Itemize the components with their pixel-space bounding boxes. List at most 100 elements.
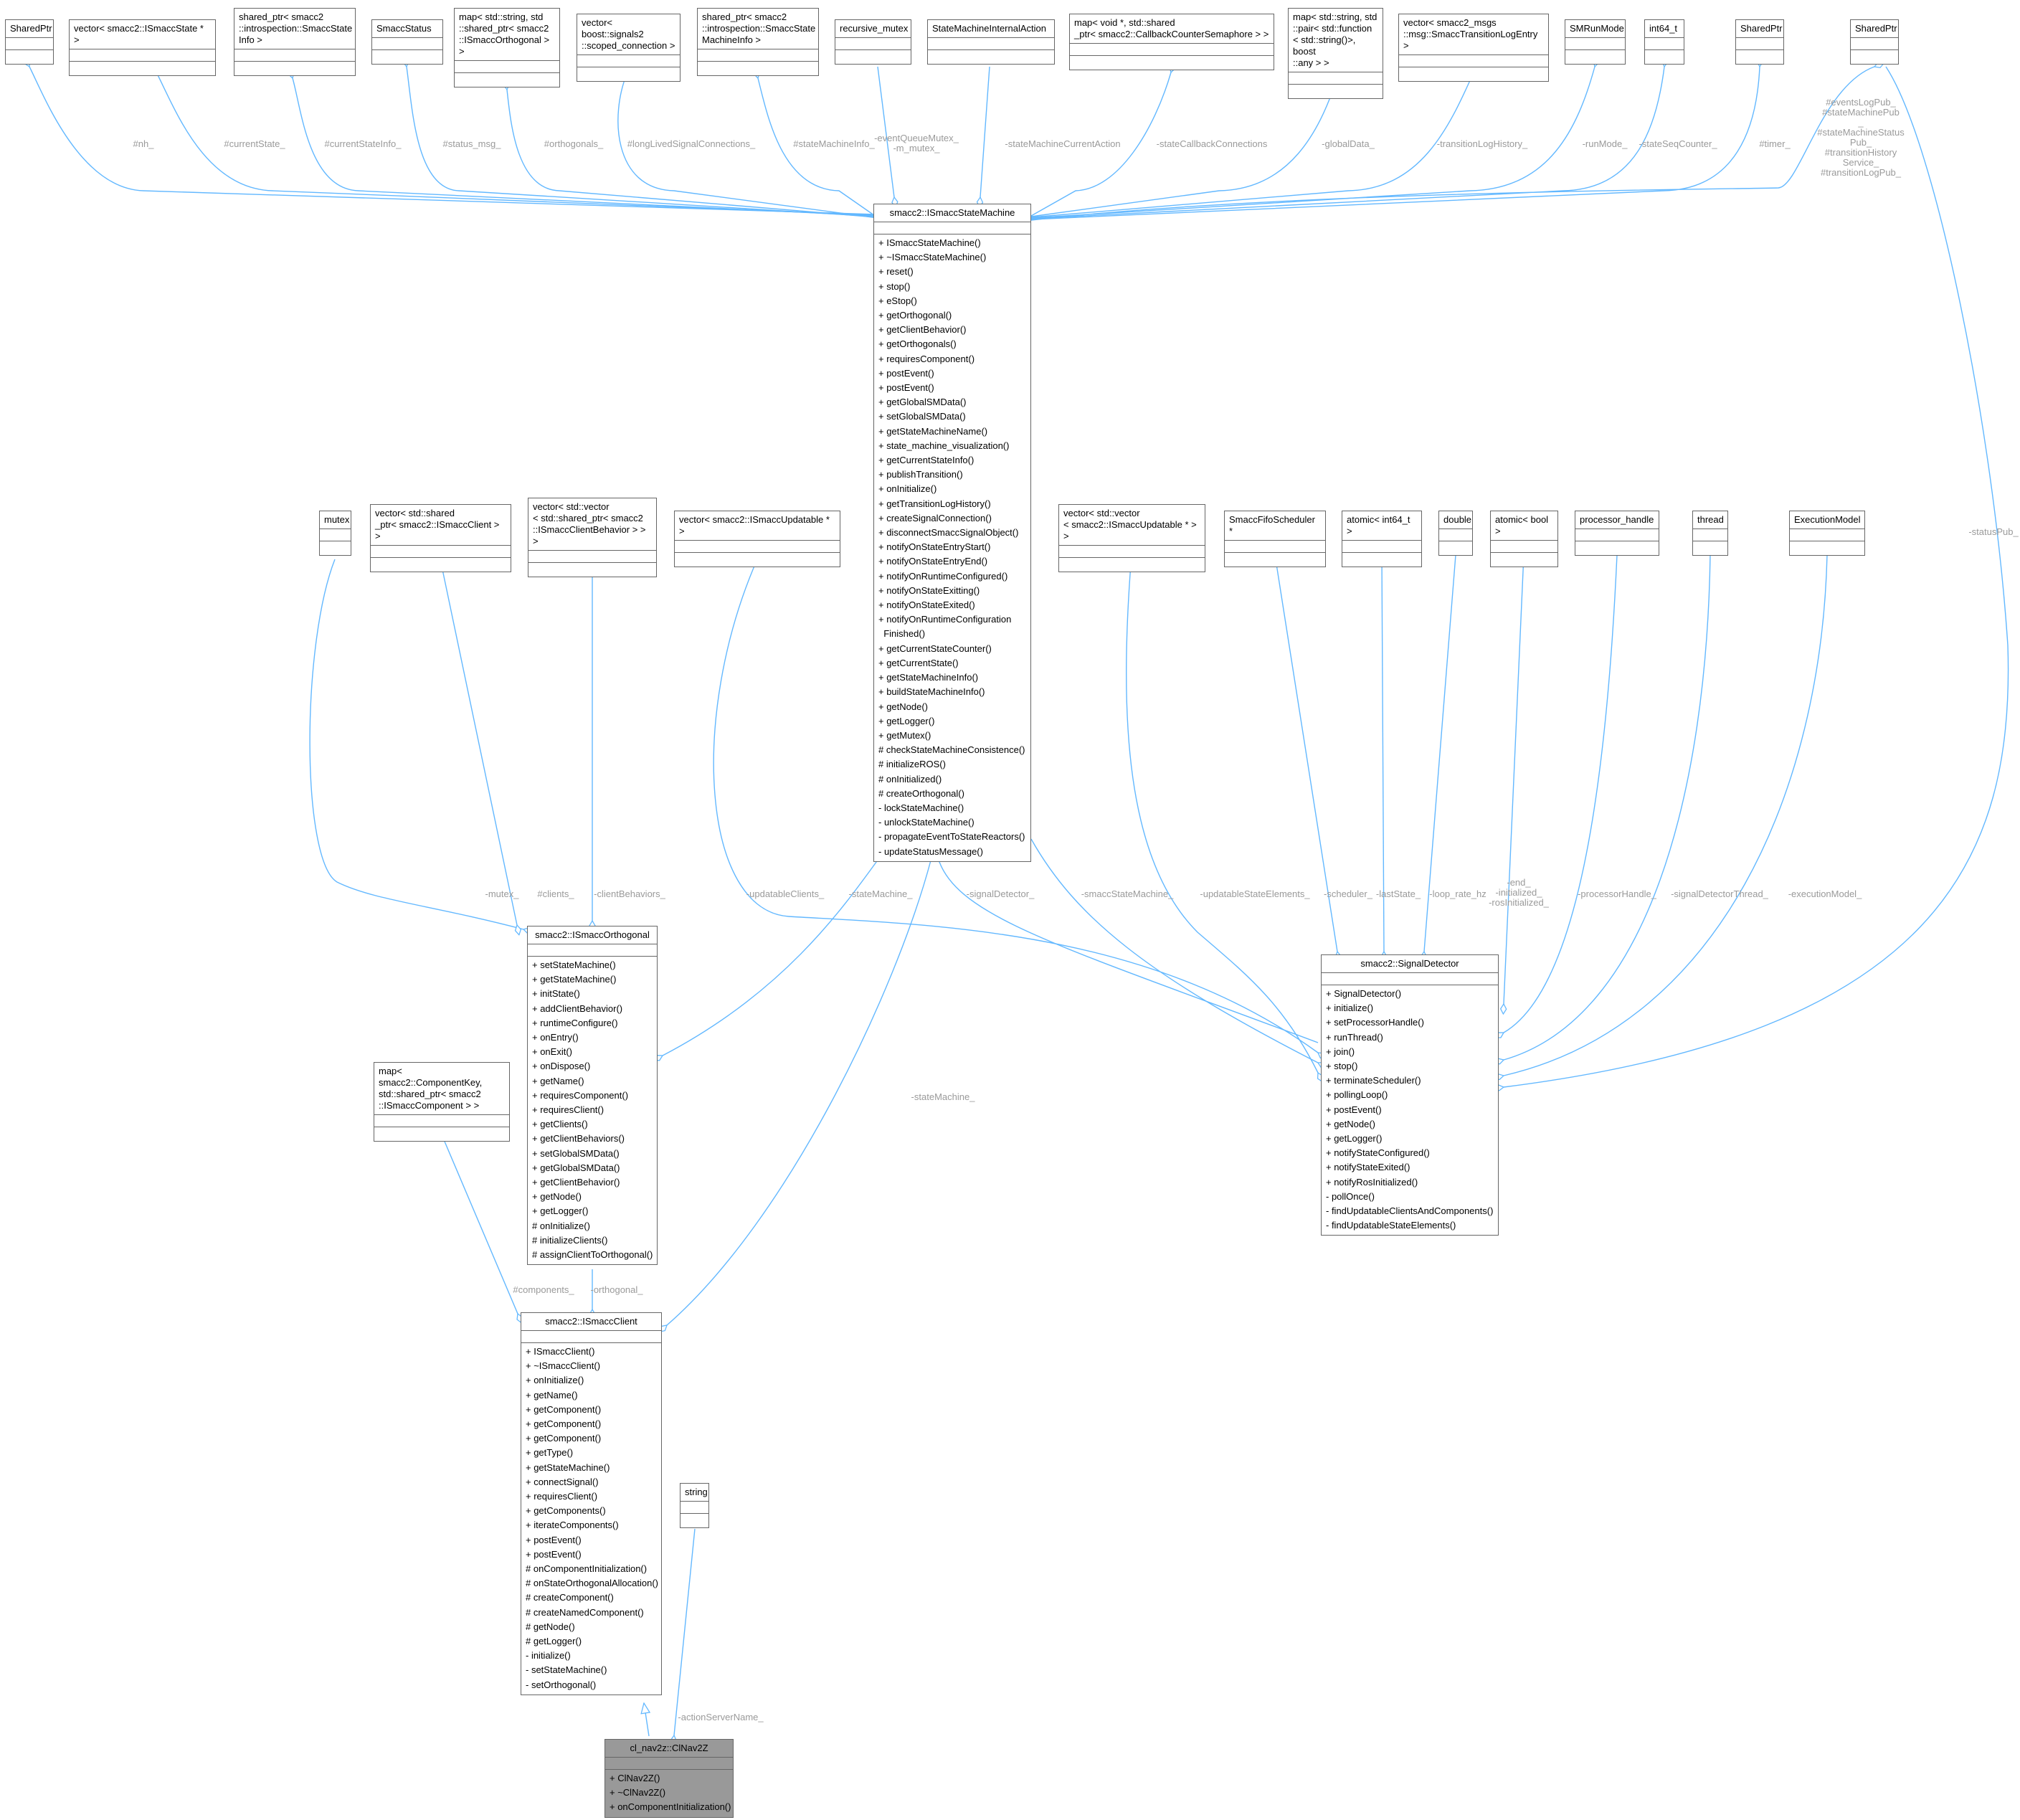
- edge-label: #eventsLogPub_ #stateMachinePub _ #state…: [1817, 97, 1905, 178]
- member-function: + notifyOnRuntimeConfiguration Finished(…: [878, 614, 1012, 640]
- member-function: - unlockStateMachine(): [878, 817, 975, 828]
- member-function: + getCurrentState(): [878, 657, 959, 668]
- class-box: mutex: [319, 511, 351, 556]
- class-box: double: [1438, 511, 1473, 556]
- edge-label: -smaccStateMachine_: [1081, 888, 1174, 899]
- operations-compartment: [1575, 541, 1659, 555]
- member-function: + requiresComponent(): [878, 353, 975, 364]
- edge-label: -stateCallbackConnections: [1156, 138, 1268, 149]
- member-function: # onComponentInitialization(): [526, 1563, 648, 1575]
- edge-label: -updatableClients_: [746, 888, 825, 899]
- member-function: # checkStateMachineConsistence(): [878, 744, 1025, 756]
- class-box: vector< smacc2::ISmaccUpdatable * >: [674, 511, 840, 567]
- class-name: recursive_mutex: [835, 20, 911, 38]
- operations-compartment: [1491, 553, 1557, 567]
- class-name: vector< std::shared _ptr< smacc2::ISmacc…: [371, 505, 511, 546]
- edge-label: -actionServerName_: [678, 1712, 764, 1722]
- operations-compartment: [1790, 541, 1864, 555]
- operations-compartment: [70, 62, 215, 75]
- association-edge: [1030, 838, 1318, 1063]
- class-box: vector< std::vector < smacc2::ISmaccUpda…: [1058, 504, 1205, 572]
- member-function: + getComponent(): [526, 1418, 602, 1430]
- edge-label: -stateMachine_: [911, 1091, 975, 1102]
- member-function: + getMutex(): [878, 729, 931, 741]
- member-function: + reset(): [878, 266, 914, 278]
- class-name: vector< smacc2::ISmaccState * >: [70, 20, 215, 49]
- member-function: + setGlobalSMData(): [878, 411, 966, 422]
- association-edge: [1030, 84, 1335, 217]
- member-function: # onInitialized(): [878, 773, 942, 785]
- class-name: double: [1439, 511, 1472, 529]
- edge-label: #currentStateInfo_: [324, 138, 402, 149]
- association-edge: [293, 78, 876, 217]
- member-function: - initialize(): [526, 1650, 571, 1662]
- member-function: + iterateComponents(): [526, 1520, 619, 1531]
- member-function: + ~ISmaccStateMachine(): [878, 252, 987, 263]
- class-box: shared_ptr< smacc2 ::introspection::Smac…: [234, 8, 356, 76]
- member-function: + getCurrentStateInfo(): [878, 455, 975, 466]
- operations-compartment: [1059, 558, 1205, 572]
- operations-compartment: [371, 558, 511, 572]
- member-function: + notifyOnStateExited(): [878, 599, 975, 611]
- class-box: smacc2::ISmaccStateMachine+ ISmaccStateM…: [873, 204, 1031, 862]
- class-name: SmaccStatus: [372, 20, 442, 38]
- operations-compartment: [1645, 50, 1684, 64]
- association-edge: [674, 1528, 696, 1735]
- class-name: StateMachineInternalAction: [928, 20, 1054, 38]
- class-box: smacc2::ISmaccClient+ ISmaccClient()+ ~I…: [521, 1312, 662, 1695]
- class-box: map< std::string, std ::pair< std::funct…: [1288, 8, 1383, 99]
- member-function: + pollingLoop(): [1326, 1089, 1388, 1101]
- member-function: + requiresClient(): [526, 1491, 598, 1502]
- member-function: + postEvent(): [878, 367, 934, 379]
- class-box: shared_ptr< smacc2 ::introspection::Smac…: [697, 8, 819, 76]
- member-function: + getNode(): [532, 1191, 582, 1203]
- attributes-compartment: [1059, 546, 1205, 558]
- attributes-compartment: [681, 1502, 708, 1514]
- class-name: smacc2::SignalDetector: [1322, 955, 1498, 973]
- association-edge: [1030, 72, 1171, 217]
- attributes-compartment: [1693, 529, 1727, 541]
- member-function: + getOrthogonals(): [878, 338, 957, 350]
- attributes-compartment: [1439, 529, 1472, 541]
- member-function: - updateStatusMessage(): [878, 845, 983, 857]
- member-function: - lockStateMachine(): [878, 802, 964, 813]
- association-edge: [663, 845, 888, 1056]
- member-function: # assignClientToOrthogonal(): [532, 1249, 653, 1261]
- member-function: # initializeClients(): [532, 1234, 608, 1246]
- operations-compartment: [681, 1514, 708, 1527]
- attributes-compartment: [455, 61, 559, 73]
- association-edge: [1382, 554, 1384, 952]
- member-function: + terminateScheduler(): [1326, 1075, 1421, 1086]
- association-edge: [440, 559, 517, 925]
- attributes-compartment: [1575, 529, 1659, 541]
- member-function: + postEvent(): [526, 1534, 582, 1545]
- edge-label: -signalDetector_: [966, 888, 1035, 899]
- member-function: + getCurrentStateCounter(): [878, 643, 992, 654]
- member-function: + getNode(): [1326, 1118, 1376, 1129]
- edge-label: -clientBehaviors_: [594, 888, 665, 899]
- member-function: + ~ISmaccClient(): [526, 1360, 601, 1372]
- attributes-compartment: [521, 1331, 661, 1343]
- association-edge: [617, 72, 878, 219]
- edge-label: -loop_rate_hz: [1429, 888, 1486, 899]
- edge-label: #currentState_: [224, 138, 285, 149]
- member-function: + notifyOnStateEntryStart(): [878, 541, 991, 553]
- operations-compartment: [455, 73, 559, 87]
- class-box: map< smacc2::ComponentKey, std::shared_p…: [374, 1062, 510, 1142]
- class-name: smacc2::ISmaccOrthogonal: [528, 926, 657, 944]
- attributes-compartment: [577, 55, 680, 67]
- class-box: atomic< bool >: [1490, 511, 1558, 567]
- attributes-compartment: [528, 551, 656, 563]
- edge-label: #components_: [513, 1284, 574, 1295]
- class-box: vector< std::vector < std::shared_ptr< s…: [528, 498, 657, 577]
- class-box: SmaccFifoScheduler *: [1224, 511, 1326, 567]
- association-edge: [1030, 67, 1874, 221]
- class-box: vector< smacc2::ISmaccState * >: [69, 19, 216, 76]
- member-function: + onInitialize(): [878, 483, 937, 495]
- member-function: + stop(): [878, 280, 911, 292]
- class-name: processor_handle: [1575, 511, 1659, 529]
- edge-label: -signalDetectorThread_: [1671, 888, 1768, 899]
- class-name: vector< std::vector < std::shared_ptr< s…: [528, 498, 656, 551]
- member-function: + getComponent(): [526, 1433, 602, 1444]
- member-function: + getTransitionLogHistory(): [878, 498, 991, 509]
